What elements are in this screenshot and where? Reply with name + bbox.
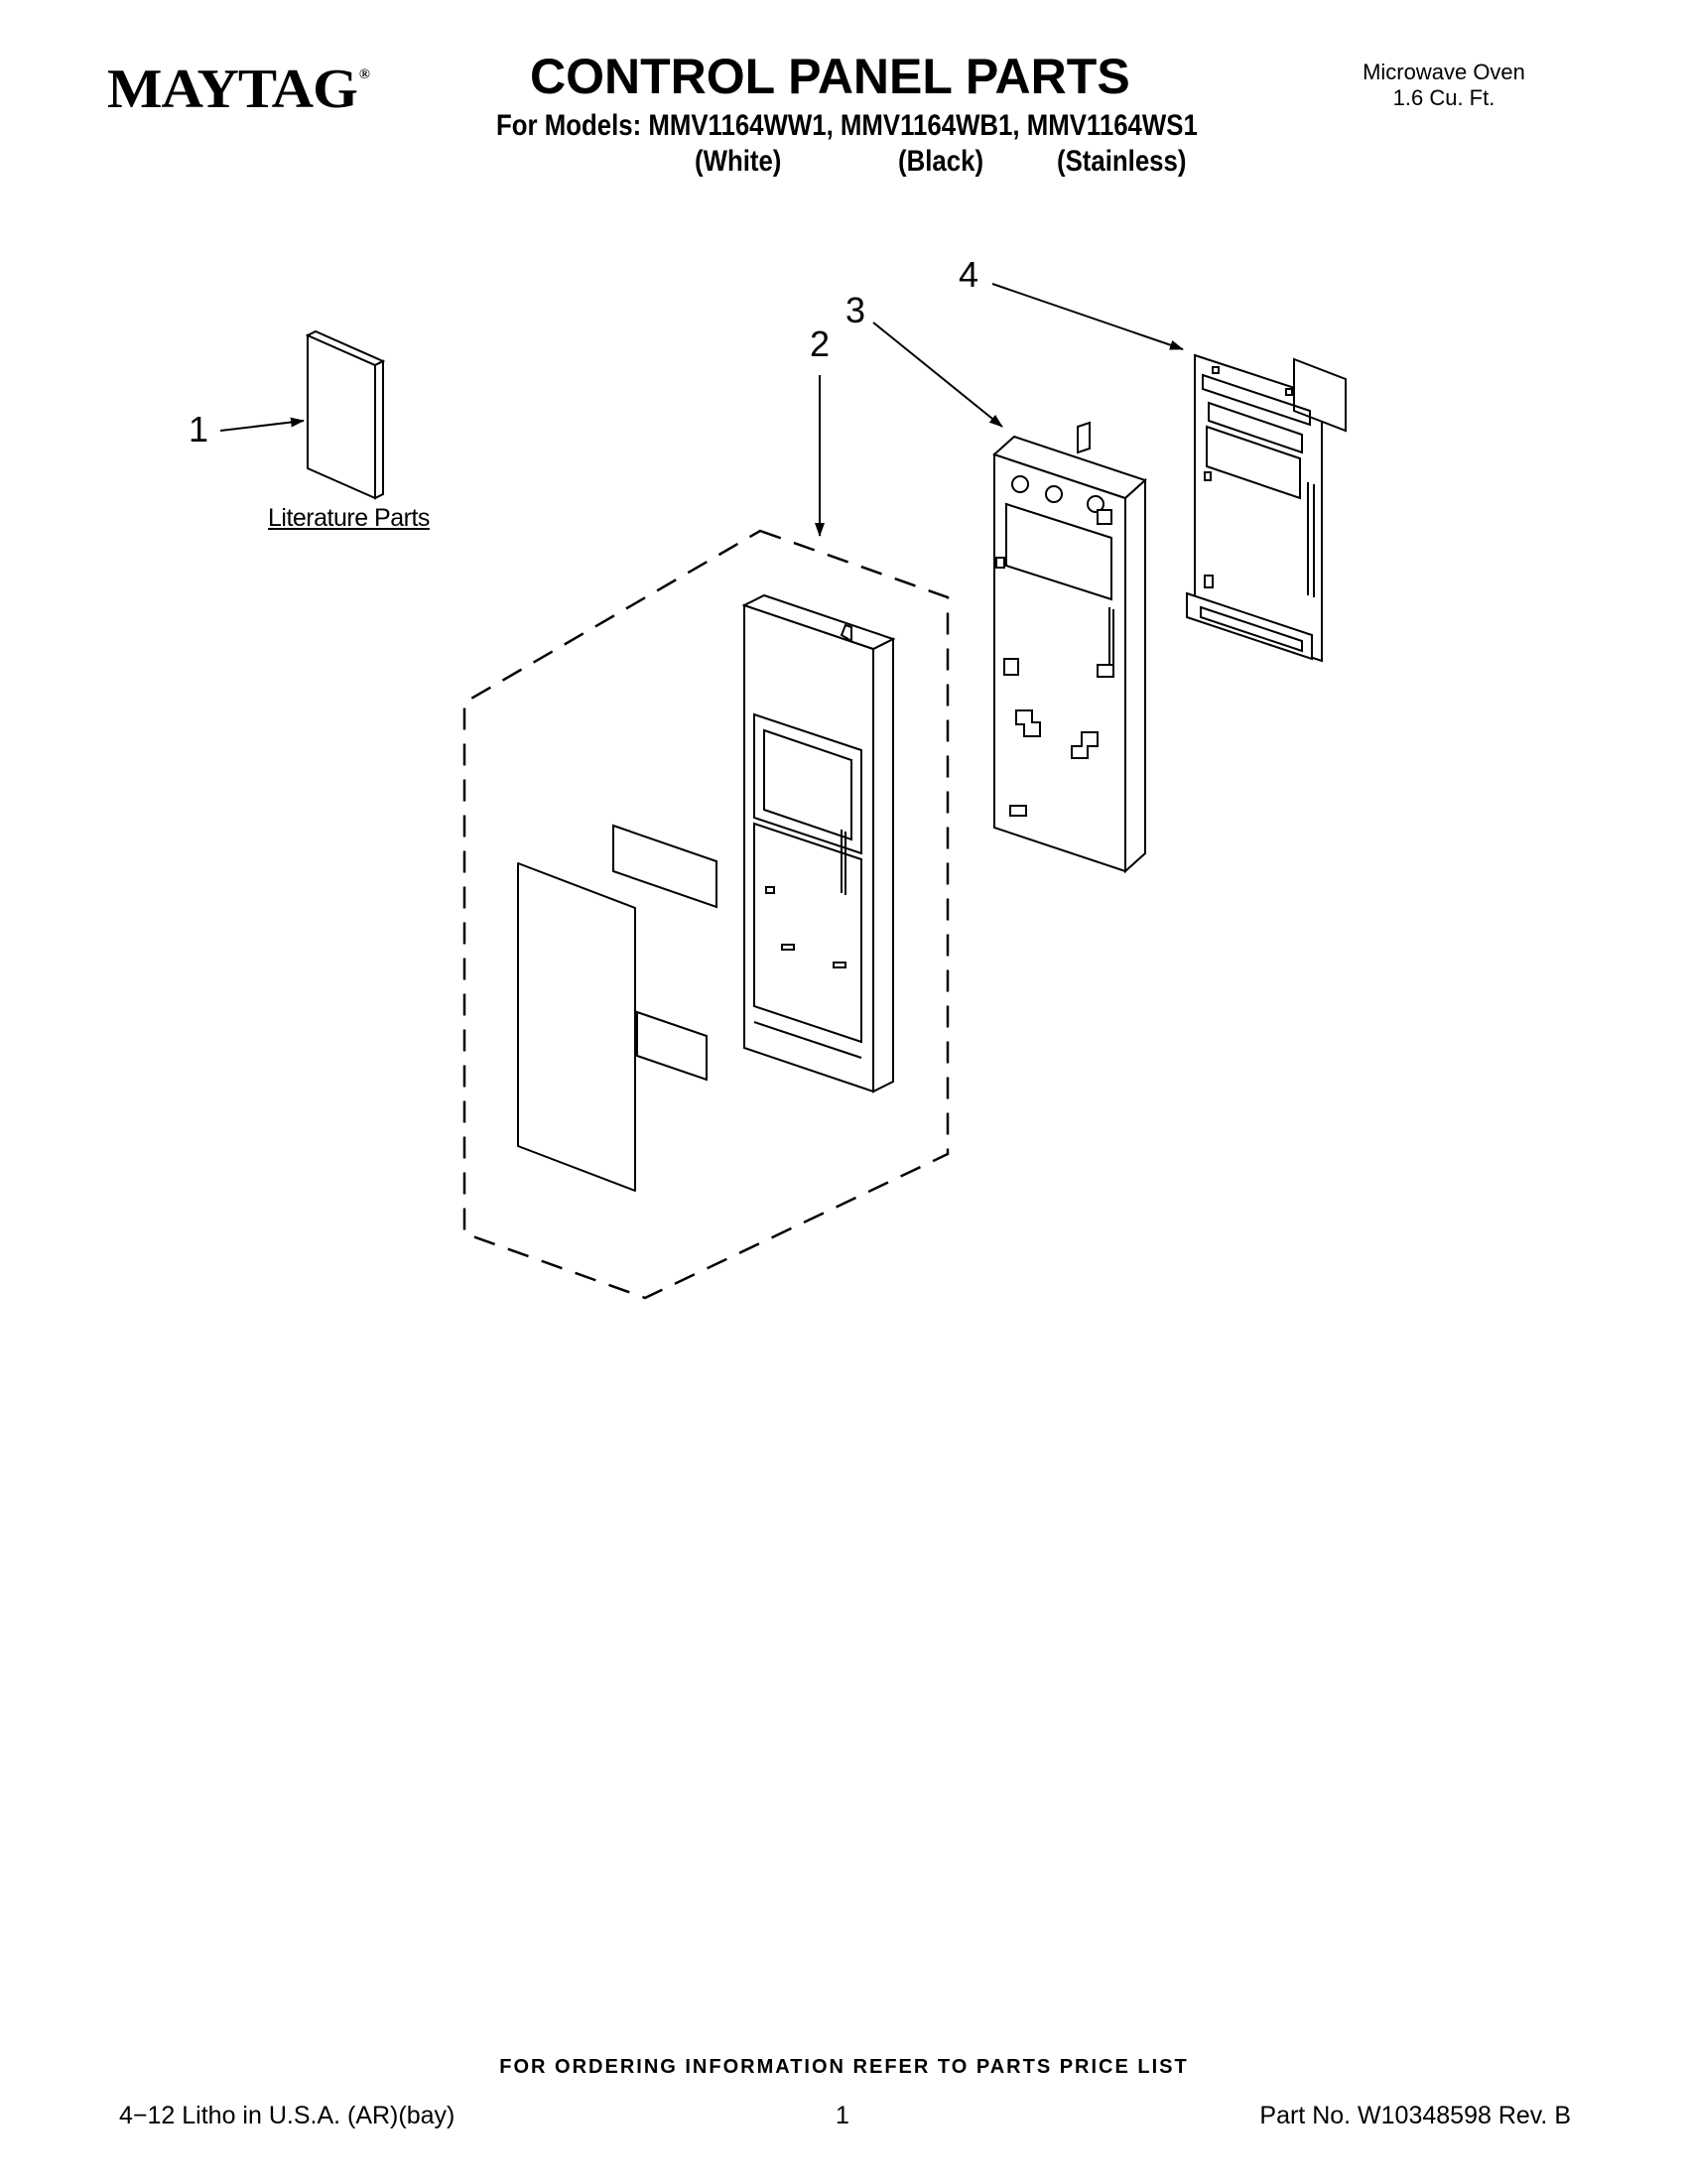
control-panel-frame-part xyxy=(741,593,896,1093)
callout-number-3: 3 xyxy=(845,290,866,330)
control-panel-overlay-part xyxy=(517,862,636,1192)
ordering-note: FOR ORDERING INFORMATION REFER TO PARTS … xyxy=(499,2056,1189,2078)
page-title: CONTROL PANEL PARTS xyxy=(530,49,1130,104)
litho-line: 4−12 Litho in U.S.A. (AR)(bay) xyxy=(119,2102,455,2129)
product-type: Microwave Oven xyxy=(1363,60,1525,84)
display-window-part xyxy=(612,824,717,909)
brand-logo: MAYTAG® xyxy=(107,58,370,121)
callout-4-arrow xyxy=(991,283,1184,350)
product-capacity: 1.6 Cu. Ft. xyxy=(1392,85,1495,110)
variant-stainless: (Stainless) xyxy=(1057,145,1187,178)
part-number: Part No. W10348598 Rev. B xyxy=(1259,2102,1571,2129)
electronic-control-board-part xyxy=(1186,353,1347,663)
badge-plate-part xyxy=(636,1010,708,1082)
registered-mark: ® xyxy=(358,67,370,82)
models-line: For Models: MMV1164WW1, MMV1164WB1, MMV1… xyxy=(496,109,1198,142)
callout-3-arrow xyxy=(872,321,1003,428)
brand-name: MAYTAG xyxy=(107,59,358,120)
callout-1-arrow xyxy=(219,417,305,432)
literature-parts-label: Literature Parts xyxy=(268,504,430,532)
variant-black: (Black) xyxy=(898,145,984,178)
page-number: 1 xyxy=(836,2102,849,2129)
product-info: Microwave Oven 1.6 Cu. Ft. xyxy=(1315,60,1573,111)
callout-number-4: 4 xyxy=(959,254,979,295)
variant-white: (White) xyxy=(695,145,782,178)
callout-number-1: 1 xyxy=(189,409,209,450)
assembly-boundary xyxy=(462,529,950,1300)
literature-booklet-part xyxy=(305,329,386,500)
control-panel-bracket-part xyxy=(992,421,1147,874)
callout-number-2: 2 xyxy=(810,323,831,364)
